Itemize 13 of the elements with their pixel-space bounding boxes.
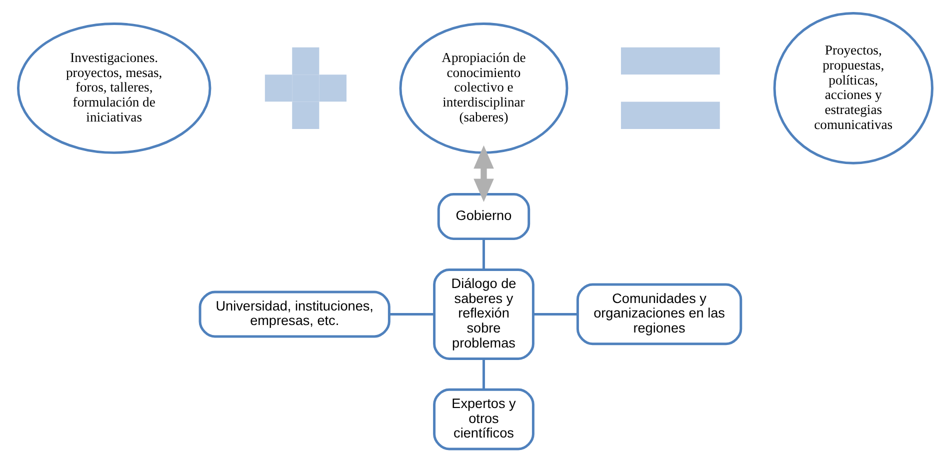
node-box: Comunidades y organizaciones en las regiones <box>576 283 742 346</box>
node-ellipse: Investigaciones. proyectos, mesas, foros, talleres, formulación de iniciativas <box>16 22 211 154</box>
node-box: Expertos y otros científicos <box>432 388 534 450</box>
node-box: Diálogo de saberes y reflexión sobre problemas <box>432 268 534 360</box>
node-ellipse: Apropiación de conocimiento colectivo e interdisciplinar (saberes) <box>398 22 568 154</box>
node-circle: Proyectos, propuestas, políticas, acciones y estrategias comunicativas <box>772 12 933 164</box>
connector <box>532 312 578 316</box>
node-box: Gobierno <box>436 193 530 240</box>
connector <box>482 238 484 270</box>
arrow <box>473 145 494 202</box>
node-box: Universidad, instituciones, empresas, etc. <box>198 290 390 338</box>
connector <box>482 358 484 390</box>
connector <box>389 312 434 316</box>
